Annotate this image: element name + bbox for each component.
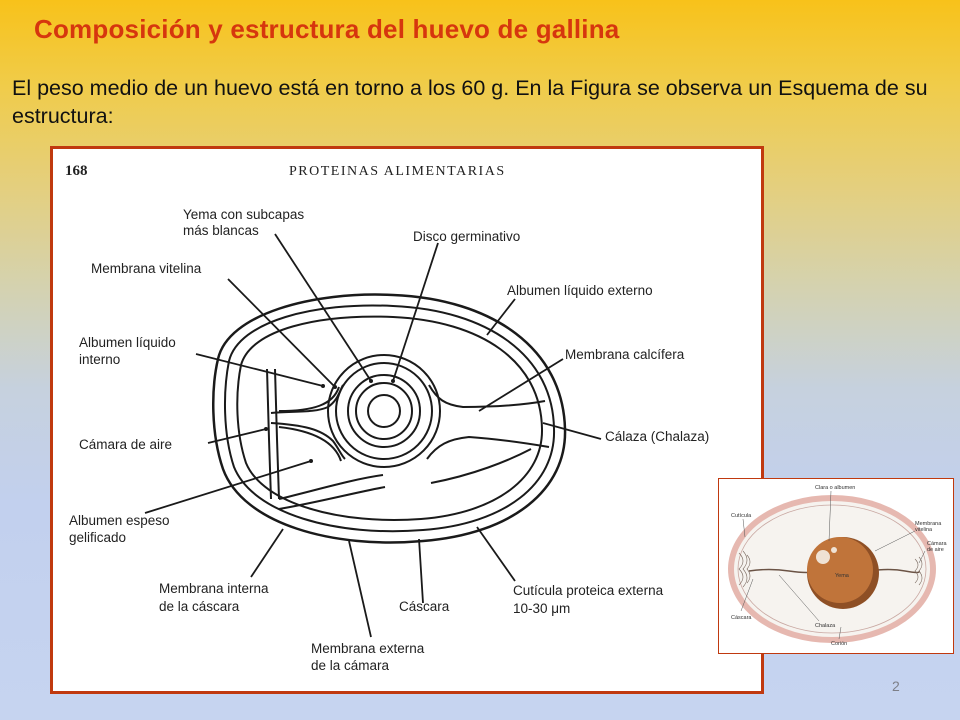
slide-title: Composición y estructura del huevo de ga… xyxy=(34,14,620,44)
yolk-layers xyxy=(327,354,441,468)
label-cascara: Cáscara xyxy=(399,599,450,614)
inset-germinal-disc xyxy=(816,550,830,564)
inset-yolk xyxy=(807,537,873,603)
inset-air-chamber xyxy=(738,550,751,588)
label-albumen-espeso-2: gelificado xyxy=(69,530,126,545)
page-header-title: PROTEINAS ALIMENTARIAS xyxy=(289,164,506,179)
inset-label-camara-1: Cámara xyxy=(927,541,948,547)
inset-label-membrana-1: Membrana xyxy=(915,521,942,527)
egg-shell xyxy=(212,293,567,544)
label-albumen-espeso-1: Albumen espeso xyxy=(69,513,170,528)
page-header-number: 168 xyxy=(65,163,88,179)
label-albumen-externo: Albumen líquido externo xyxy=(507,283,653,298)
egg-diagram: 168 PROTEINAS ALIMENTARIAS xyxy=(65,163,709,673)
label-membrana-calcifera: Membrana calcífera xyxy=(565,347,685,362)
label-cuticula-2: 10-30 μm xyxy=(513,601,570,616)
label-membrana-externa-1: Membrana externa xyxy=(311,641,425,656)
label-membrana-vitelina: Membrana vitelina xyxy=(91,261,202,276)
inset-label-corion: Corión xyxy=(831,641,847,647)
label-membrana-interna-1: Membrana interna xyxy=(159,581,269,596)
label-albumen-interno-1: Albumen líquido xyxy=(79,335,176,350)
leader-lines xyxy=(144,233,602,638)
label-membrana-interna-2: de la cáscara xyxy=(159,599,240,614)
inset-label-cuticula: Cutícula xyxy=(731,513,752,519)
label-membrana-externa-2: de la cámara xyxy=(311,658,390,673)
inset-label-camara-2: de aire xyxy=(927,547,944,553)
label-yema-2: más blancas xyxy=(183,223,259,238)
inset-label-clara: Clara o albumen xyxy=(815,485,855,491)
egg-color-inset: Clara o albumen Cutícula Membrana viteli… xyxy=(718,478,954,654)
label-albumen-interno-2: interno xyxy=(79,352,120,367)
inset-label-cascara: Cáscara xyxy=(731,615,752,621)
label-yema-1: Yema con subcapas xyxy=(183,207,304,222)
arrow-tips xyxy=(264,379,395,463)
inset-label-membrana-2: vitelina xyxy=(915,527,933,533)
egg-color-illustration: Clara o albumen Cutícula Membrana viteli… xyxy=(728,485,948,647)
label-cuticula-1: Cutícula proteica externa xyxy=(513,583,664,598)
page-number: 2 xyxy=(892,678,900,694)
label-calaza: Cálaza (Chalaza) xyxy=(605,429,709,444)
label-camara-aire: Cámara de aire xyxy=(79,437,172,452)
inset-label-chalaza: Chalaza xyxy=(815,623,836,629)
intro-text: El peso medio de un huevo está en torno … xyxy=(12,76,928,128)
label-disco: Disco germinativo xyxy=(413,229,520,244)
egg-structure-figure: 168 PROTEINAS ALIMENTARIAS xyxy=(50,146,764,694)
air-chamber xyxy=(266,368,280,500)
inset-label-yema: Yema xyxy=(835,573,850,579)
